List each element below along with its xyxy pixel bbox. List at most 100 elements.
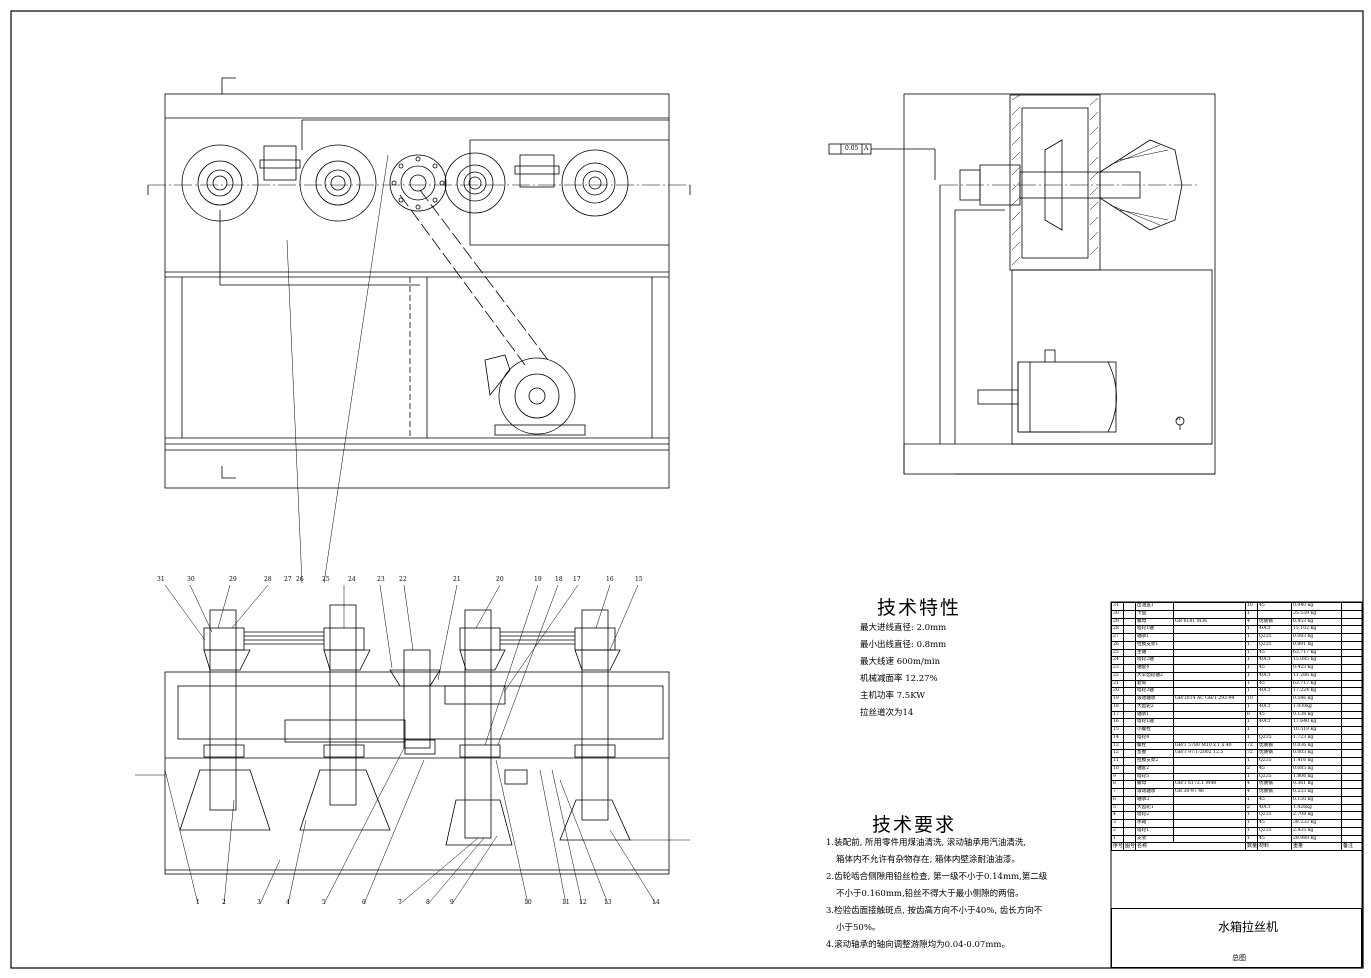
bom-cell: 6 (1245, 710, 1258, 720)
bom-cell (1257, 695, 1292, 704)
bom-header-cell: 名称 (1135, 842, 1246, 851)
bom-cell (1123, 679, 1136, 689)
pulley-1 (181, 144, 259, 222)
bom-cell: 0.891 kg (1291, 640, 1342, 650)
bom-cell (1341, 702, 1363, 712)
bom-cell: 4 (1245, 617, 1258, 627)
bom-cell (1173, 710, 1246, 720)
bom-cell (1123, 764, 1136, 774)
callout: 21 (453, 576, 461, 583)
bom-cell (1123, 702, 1136, 712)
spec-line: 最大线速 600m/min (860, 657, 941, 667)
bom-cell (1341, 695, 1363, 704)
bom-cell: 0.233 kg (1291, 788, 1342, 797)
drawing-cones (179, 769, 631, 846)
bom-cell: 1 (1245, 671, 1258, 681)
bom-cell: 16 (1111, 718, 1124, 727)
bom-cell (1173, 834, 1246, 844)
bom-cell (1341, 764, 1363, 774)
bom-cell: 17.224 kg (1291, 687, 1342, 696)
bom-cell (1173, 819, 1246, 828)
drawing-subtitle: 总图 (1232, 954, 1246, 962)
bom-cell: 21 (1111, 679, 1124, 689)
bom-cell: 38.232 kg (1291, 819, 1342, 828)
bom-cell: 拉模支架1 (1135, 640, 1174, 650)
motor-top-view (484, 354, 586, 436)
bom-cell (1123, 695, 1136, 704)
bom-cell (1173, 671, 1246, 681)
bom-cell: 7 (1111, 788, 1124, 797)
bom-cell (1123, 834, 1136, 844)
bom-cell: 螺母 (1135, 780, 1174, 789)
bom-cell: 40Cr (1257, 656, 1292, 665)
bom-cell (1173, 811, 1246, 820)
callout: 27 (284, 576, 292, 583)
bom-cell (1341, 679, 1363, 689)
bom-cell: 1 (1245, 826, 1258, 836)
bom-cell: 45 (1257, 648, 1292, 658)
pulley-stacks (203, 627, 621, 671)
bom-cell: Q235 (1257, 757, 1292, 766)
bom-cell (1173, 757, 1246, 766)
bom-cell: Q235 (1257, 633, 1292, 642)
bom-cell: GB 30-97 46 (1173, 788, 1246, 797)
bom-cell (1123, 609, 1136, 619)
bom-cell (1123, 633, 1136, 642)
bom-cell: 72 (1245, 741, 1258, 751)
callout: 10 (524, 899, 532, 906)
bom-cell: 1 (1245, 811, 1258, 820)
spec-line: 主机功率 7.5KW (860, 691, 926, 701)
bom-cell (1173, 648, 1246, 658)
bom-cell: 45 (1257, 710, 1292, 720)
bom-cell (1341, 757, 1363, 766)
bom-cell (1341, 671, 1363, 681)
bom-cell: 0.423 kg (1291, 664, 1342, 673)
bom-cell (1123, 772, 1136, 782)
bom-cell: 30 (1111, 609, 1124, 619)
bom-cell: 8 (1111, 780, 1124, 789)
bom-cell: 11.266 kg (1291, 671, 1342, 681)
bom-cell (1173, 795, 1246, 805)
bom-header-row: 序号图号名称数量材料重量备注 (1111, 842, 1363, 851)
bom-cell: 轴套2 (1135, 764, 1174, 774)
callout: 30 (187, 576, 195, 583)
bom-cell: GB/T 5780 M10 x 1 x 40 (1173, 741, 1246, 751)
bom-cell (1257, 726, 1292, 735)
bom-cell: 小螺栓 (1135, 726, 1174, 735)
gear-flange (389, 154, 447, 212)
bom-cell (1173, 633, 1246, 642)
bom-cell (1341, 795, 1363, 805)
callout: 31 (157, 576, 165, 583)
bom-cell: 45 (1257, 764, 1292, 774)
bom-cell: 大伞齿轮轴2 (1135, 671, 1174, 681)
bom-cell: 17.640 kg (1291, 718, 1342, 727)
sheet-border (10, 10, 1364, 969)
gtol-frame (828, 143, 936, 180)
bom-cell (1123, 664, 1136, 673)
bom-cell: 1.030kg (1291, 702, 1342, 712)
bom-cell (1341, 710, 1363, 720)
bom-cell: 0.003 kg (1291, 749, 1342, 758)
bom-cell: 轴承3 (1135, 795, 1174, 805)
bom-cell (1123, 803, 1136, 813)
bom-cell: 1 (1111, 834, 1124, 844)
pulley-3 (444, 152, 506, 214)
top-view (147, 77, 691, 489)
bom-header-cell: 图号 (1123, 842, 1136, 851)
bom-cell: 1 (1245, 834, 1258, 844)
requirement-line: 1.装配前, 所用零件用煤油清洗, 滚动轴承用汽油清洗, (826, 838, 1027, 848)
bom-cell: 塔轮2 (1135, 811, 1174, 820)
bom-cell (1123, 819, 1136, 828)
